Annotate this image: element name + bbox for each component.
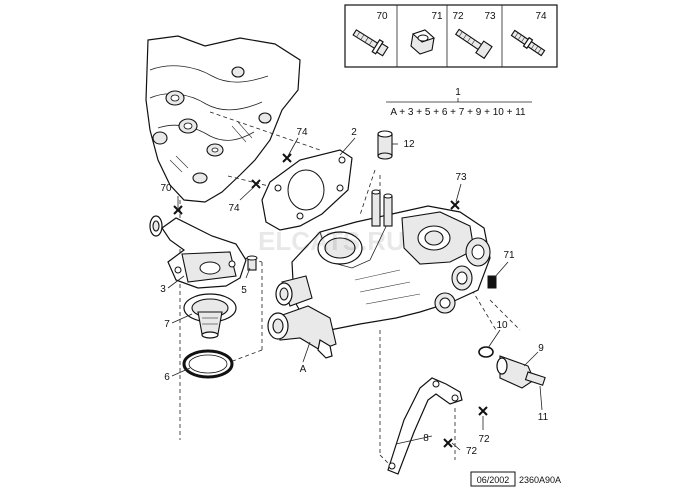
- legend-cell-72-73: 72 73: [452, 11, 496, 60]
- mark-74-lower: [251, 179, 261, 189]
- callout-71: 71: [503, 250, 515, 261]
- legend-cell-70: 70: [352, 11, 389, 57]
- hex-nut-icon: [410, 29, 435, 55]
- footer-date: 06/2002: [477, 475, 510, 485]
- legend-label-70: 70: [376, 11, 388, 22]
- cylinder-head: [145, 35, 301, 203]
- flange-bolt-icon: [352, 29, 389, 57]
- callout-72-right: 72: [478, 434, 490, 445]
- mark-70: [173, 205, 183, 215]
- bracket-part-8: [387, 377, 463, 475]
- fastener-marks: [173, 153, 488, 448]
- callout-74-upper: 74: [296, 127, 308, 138]
- kit-contents: A + 3 + 5 + 6 + 7 + 9 + 10 + 11: [390, 107, 526, 118]
- watermark-text: ELCATS.RU: [258, 226, 405, 256]
- callout-74-lower: 74: [228, 203, 240, 214]
- footer-reference: 2360A90A: [519, 475, 561, 485]
- callout-3: 3: [160, 284, 166, 295]
- callout-a: A: [300, 364, 307, 375]
- callout-9: 9: [538, 343, 544, 354]
- callout-8: 8: [423, 433, 429, 444]
- fastener-legend: 70 71 72 73: [344, 4, 558, 68]
- legend-label-73: 73: [484, 11, 496, 22]
- callout-10: 10: [496, 320, 508, 331]
- nut-part-71: [487, 275, 497, 289]
- mark-72-lower: [443, 438, 453, 448]
- leader-lines: [167, 137, 543, 451]
- callout-labels: 2 3 5 6 7 8 9 10 11 12 A 70 71 72 72 73 …: [160, 127, 548, 457]
- kit-formula: 1 A + 3 + 5 + 6 + 7 + 9 + 10 + 11: [386, 87, 532, 118]
- seal-part-10: [478, 346, 494, 358]
- mark-74-upper: [282, 153, 292, 163]
- callout-2: 2: [351, 127, 357, 138]
- footer: 06/2002 2360A90A: [470, 471, 561, 487]
- legend-cell-71: 71: [410, 11, 443, 55]
- callout-72-lower: 72: [466, 446, 478, 457]
- legend-label-71: 71: [431, 11, 443, 22]
- callout-7: 7: [164, 319, 170, 330]
- gasket-part-2: [261, 149, 353, 231]
- callout-12: 12: [403, 139, 415, 150]
- legend-label-72: 72: [452, 11, 464, 22]
- callout-11: 11: [538, 412, 549, 423]
- mark-73: [450, 200, 460, 210]
- sleeve-part-12: [377, 130, 393, 160]
- bleed-screw-part-5: [246, 255, 258, 271]
- o-ring-part-6: [182, 349, 234, 379]
- bolt-icon: [454, 28, 493, 60]
- legend-cell-74: 74: [510, 11, 547, 57]
- water-pipe-part-3: [149, 215, 247, 289]
- mark-72-right: [478, 406, 488, 416]
- callout-70: 70: [160, 183, 172, 194]
- legend-label-74: 74: [535, 11, 547, 22]
- water-outlet-housing: [267, 189, 491, 359]
- kit-number: 1: [455, 87, 461, 98]
- stud-icon: [510, 29, 546, 57]
- sensor-part-9: [496, 355, 546, 389]
- callout-73: 73: [455, 172, 467, 183]
- callout-6: 6: [164, 372, 170, 383]
- thermostat-part-7: [183, 293, 237, 339]
- callout-5: 5: [241, 285, 247, 296]
